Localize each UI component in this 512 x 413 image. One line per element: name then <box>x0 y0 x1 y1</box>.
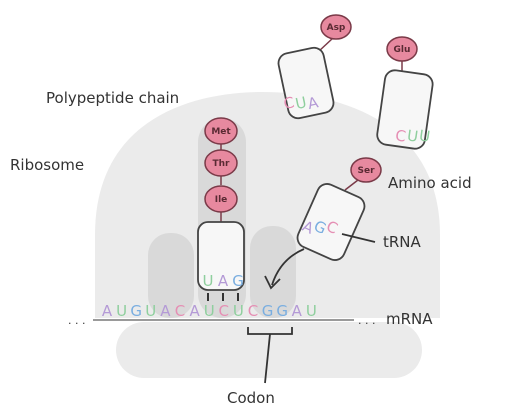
trna-ser: Ser AGC <box>296 157 382 261</box>
amino-acid-link <box>344 179 359 191</box>
nucleotide-A: A <box>189 302 200 320</box>
amino-acid-thr-label: Thr <box>213 159 231 169</box>
mrna-right-ellipsis: . . . <box>358 314 375 327</box>
entry-arrow-shaft <box>271 248 305 286</box>
amino-acid-ser <box>350 157 382 183</box>
trna-ser-body <box>296 183 366 261</box>
nucleotide-C: C <box>248 302 258 320</box>
nucleotide-U: U <box>203 272 214 290</box>
polypeptide-chain: Met Thr Ile <box>204 117 238 222</box>
nucleotide-U: U <box>204 302 215 320</box>
trna-asp: Asp CUA <box>277 14 352 120</box>
nucleotide-C: C <box>282 93 296 113</box>
codon-pointer-line <box>264 333 271 384</box>
nucleotide-C: C <box>219 302 229 320</box>
nucleotide-G: G <box>232 272 244 290</box>
label-mrna: mRNA <box>386 310 433 328</box>
trna-asp-anticodon: CUA <box>282 93 321 113</box>
label-amino-acid: Amino acid <box>388 174 472 192</box>
nucleotide-G: G <box>276 302 288 320</box>
nucleotide-A: A <box>218 272 229 290</box>
trna-bound-body <box>197 221 245 291</box>
codon-bracket <box>247 327 293 384</box>
nucleotide-A: A <box>306 93 321 113</box>
nucleotide-A: A <box>160 302 171 320</box>
trna-asp-body <box>277 46 335 120</box>
nucleotide-U: U <box>294 93 308 113</box>
nucleotide-U: U <box>233 302 244 320</box>
nucleotide-G: G <box>130 302 142 320</box>
nucleotide-A: A <box>102 302 113 320</box>
amino-acid-ser-label: Ser <box>357 166 375 176</box>
trna-glu-body <box>376 69 434 150</box>
nucleotide-U: U <box>418 126 431 145</box>
trna-ser-anticodon: AGC <box>300 217 341 238</box>
entry-arrow-head <box>264 275 281 290</box>
nucleotide-C: C <box>394 126 407 145</box>
amino-acid-asp-label: Asp <box>327 23 346 33</box>
ribosome-e-site <box>148 233 194 318</box>
nucleotide-G: G <box>262 302 274 320</box>
amino-acid-met <box>204 117 238 145</box>
label-codon: Codon <box>227 389 275 407</box>
nucleotide-U: U <box>406 126 419 145</box>
trna-glu-anticodon: CUU <box>394 126 431 145</box>
label-ribosome: Ribosome <box>10 156 84 174</box>
amino-acid-glu <box>386 36 418 62</box>
mrna-left-ellipsis: . . . <box>68 314 85 327</box>
label-polypeptide-chain: Polypeptide chain <box>46 89 179 107</box>
nucleotide-A: A <box>292 302 303 320</box>
amino-acid-ile <box>204 185 238 213</box>
nucleotide-U: U <box>306 302 317 320</box>
nucleotide-U: U <box>116 302 127 320</box>
amino-acid-ile-label: Ile <box>215 195 228 205</box>
amino-acid-met-label: Met <box>211 127 231 137</box>
entry-arrow <box>264 248 305 290</box>
amino-acid-thr <box>204 149 238 177</box>
ribosome-a-site <box>250 226 296 318</box>
trna-glu: Glu CUU <box>376 36 434 150</box>
label-trna: tRNA <box>383 233 422 251</box>
nucleotide-C: C <box>175 302 185 320</box>
trna-pointer-line <box>341 233 376 243</box>
amino-acid-asp <box>320 14 352 40</box>
amino-acid-glu-label: Glu <box>394 45 411 55</box>
nucleotide-U: U <box>145 302 156 320</box>
